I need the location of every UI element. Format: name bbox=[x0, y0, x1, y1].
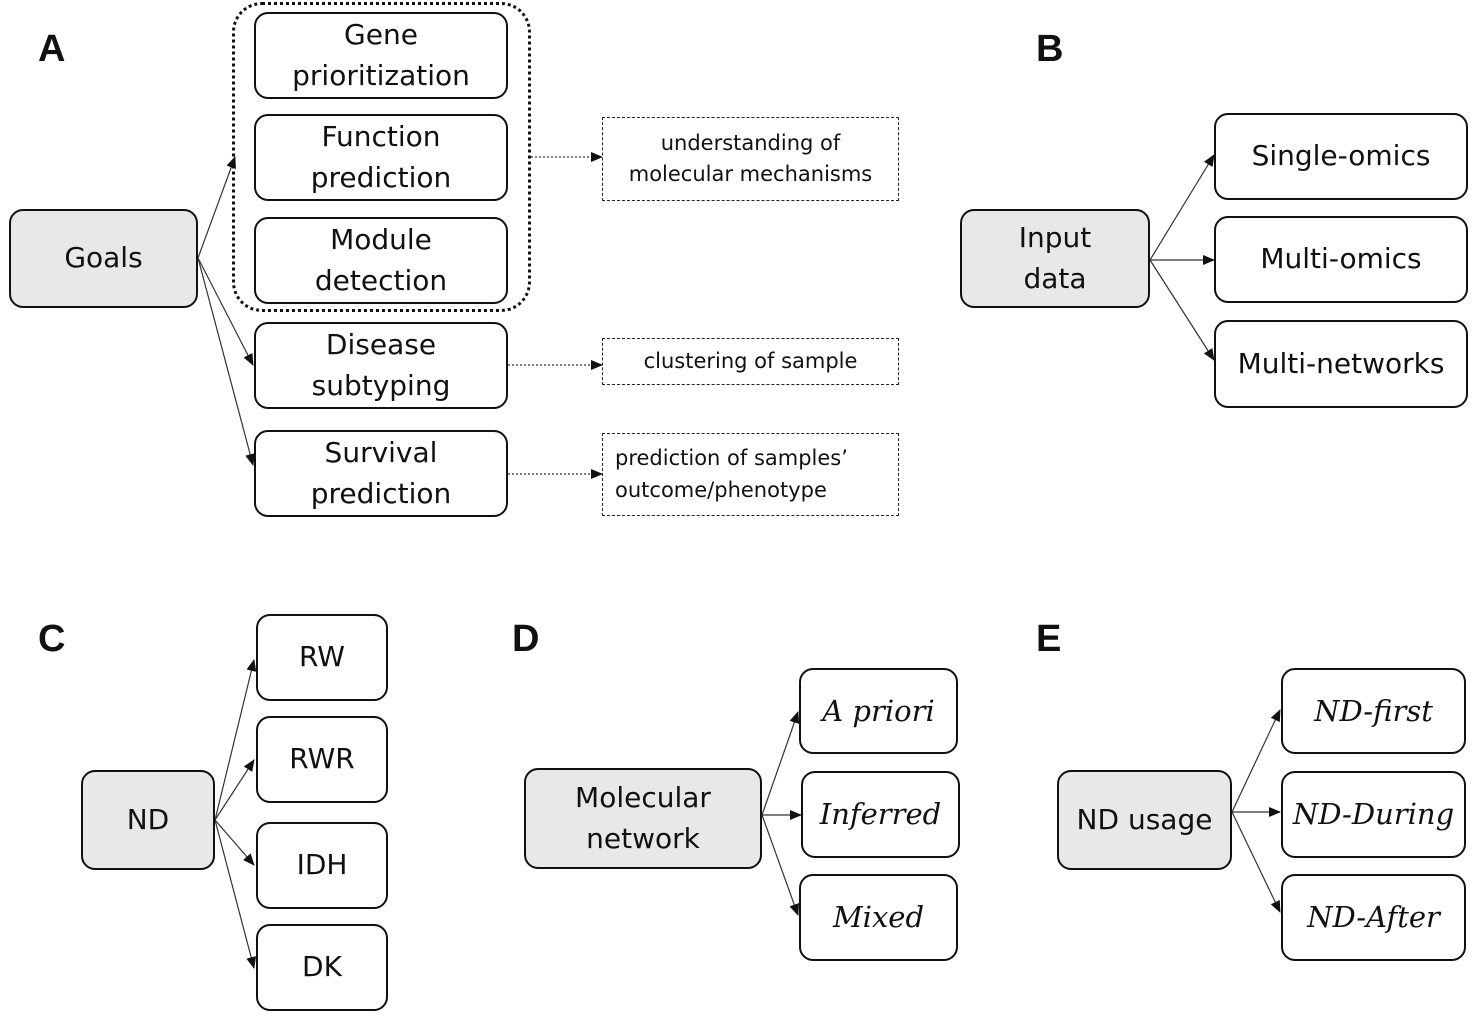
clustering-note: clustering of sample bbox=[602, 338, 899, 385]
nd-first-node: ND-first bbox=[1281, 668, 1466, 754]
nd-usage-label: ND usage bbox=[1076, 802, 1213, 836]
arrow-nd-to-rwr bbox=[214, 759, 255, 821]
panel-label-d: D bbox=[512, 618, 540, 660]
input-data-label: Input data bbox=[1018, 220, 1092, 295]
disease-subtyping-label: Disease subtyping bbox=[311, 327, 451, 402]
mixed-node: Mixed bbox=[799, 874, 958, 961]
multi-networks-label: Multi-networks bbox=[1237, 346, 1445, 380]
rwr-node: RWR bbox=[256, 716, 388, 803]
input-data-node: Input data bbox=[960, 209, 1150, 308]
module-detection-node: Module detection bbox=[254, 217, 508, 304]
outcome-note: prediction of samples’ outcome/phenotype bbox=[602, 433, 899, 516]
goals-node: Goals bbox=[9, 209, 198, 308]
outcome-note-text: prediction of samples’ outcome/phenotype bbox=[615, 446, 848, 502]
arrow-input-to-single-omics bbox=[1149, 154, 1215, 261]
gene-prioritization-label: Gene prioritization bbox=[292, 17, 470, 92]
inferred-node: Inferred bbox=[801, 771, 960, 858]
gene-prioritization-node: Gene prioritization bbox=[254, 12, 508, 99]
function-prediction-label: Function prediction bbox=[310, 119, 452, 194]
rw-label: RW bbox=[298, 640, 345, 674]
clustering-note-text: clustering of sample bbox=[643, 348, 858, 373]
disease-subtyping-node: Disease subtyping bbox=[254, 322, 508, 409]
mechanisms-note: understanding of molecular mechanisms bbox=[602, 117, 899, 201]
multi-omics-label: Multi-omics bbox=[1260, 242, 1422, 276]
a-priori-node: A priori bbox=[799, 668, 958, 754]
mixed-label: Mixed bbox=[832, 900, 925, 935]
goals-label: Goals bbox=[64, 241, 143, 275]
arrow-network-to-a-priori bbox=[761, 711, 800, 816]
molecular-network-label: Molecular network bbox=[575, 780, 711, 855]
nd-after-node: ND-After bbox=[1281, 874, 1466, 961]
mechanisms-note-text: understanding of molecular mechanisms bbox=[628, 130, 873, 187]
arrow-input-to-multi-networks bbox=[1149, 259, 1215, 361]
arrow-nd-to-dk bbox=[214, 819, 257, 969]
arrow-usage-to-nd-first bbox=[1231, 709, 1281, 813]
panel-label-b: B bbox=[1036, 28, 1064, 70]
panel-label-c: C bbox=[38, 618, 66, 660]
rwr-label: RWR bbox=[289, 742, 355, 776]
dk-node: DK bbox=[256, 924, 388, 1011]
module-detection-label: Module detection bbox=[314, 222, 448, 297]
idh-node: IDH bbox=[256, 822, 388, 909]
arrow-nd-to-rw bbox=[214, 659, 257, 821]
idh-label: IDH bbox=[296, 848, 348, 882]
single-omics-node: Single-omics bbox=[1214, 113, 1468, 200]
nd-during-node: ND-During bbox=[1281, 771, 1466, 858]
arrow-network-to-mixed bbox=[761, 814, 799, 916]
a-priori-label: A priori bbox=[822, 693, 935, 728]
nd-node: ND bbox=[81, 770, 215, 870]
arrow-goals-to-group bbox=[197, 156, 236, 259]
arrow-usage-to-nd-after bbox=[1231, 811, 1281, 913]
survival-prediction-node: Survival prediction bbox=[254, 430, 508, 517]
nd-label: ND bbox=[126, 802, 170, 836]
nd-usage-node: ND usage bbox=[1057, 770, 1232, 870]
nd-first-label: ND-first bbox=[1314, 693, 1433, 728]
molecular-network-node: Molecular network bbox=[524, 768, 762, 869]
panel-label-e: E bbox=[1036, 618, 1062, 660]
inferred-label: Inferred bbox=[819, 797, 942, 832]
single-omics-label: Single-omics bbox=[1251, 139, 1431, 173]
arrow-nd-to-idh bbox=[214, 819, 255, 866]
nd-after-label: ND-After bbox=[1307, 900, 1440, 935]
molecular-goals-group bbox=[232, 2, 531, 312]
panel-label-a: A bbox=[38, 28, 66, 70]
survival-prediction-label: Survival prediction bbox=[310, 435, 452, 510]
multi-networks-node: Multi-networks bbox=[1214, 320, 1468, 408]
multi-omics-node: Multi-omics bbox=[1214, 216, 1468, 303]
function-prediction-node: Function prediction bbox=[254, 114, 508, 201]
arrow-goals-to-survival-prediction bbox=[197, 257, 256, 466]
arrow-goals-to-disease-subtyping bbox=[197, 257, 254, 366]
nd-during-label: ND-During bbox=[1292, 797, 1455, 832]
rw-node: RW bbox=[256, 614, 388, 701]
dk-label: DK bbox=[302, 950, 342, 984]
